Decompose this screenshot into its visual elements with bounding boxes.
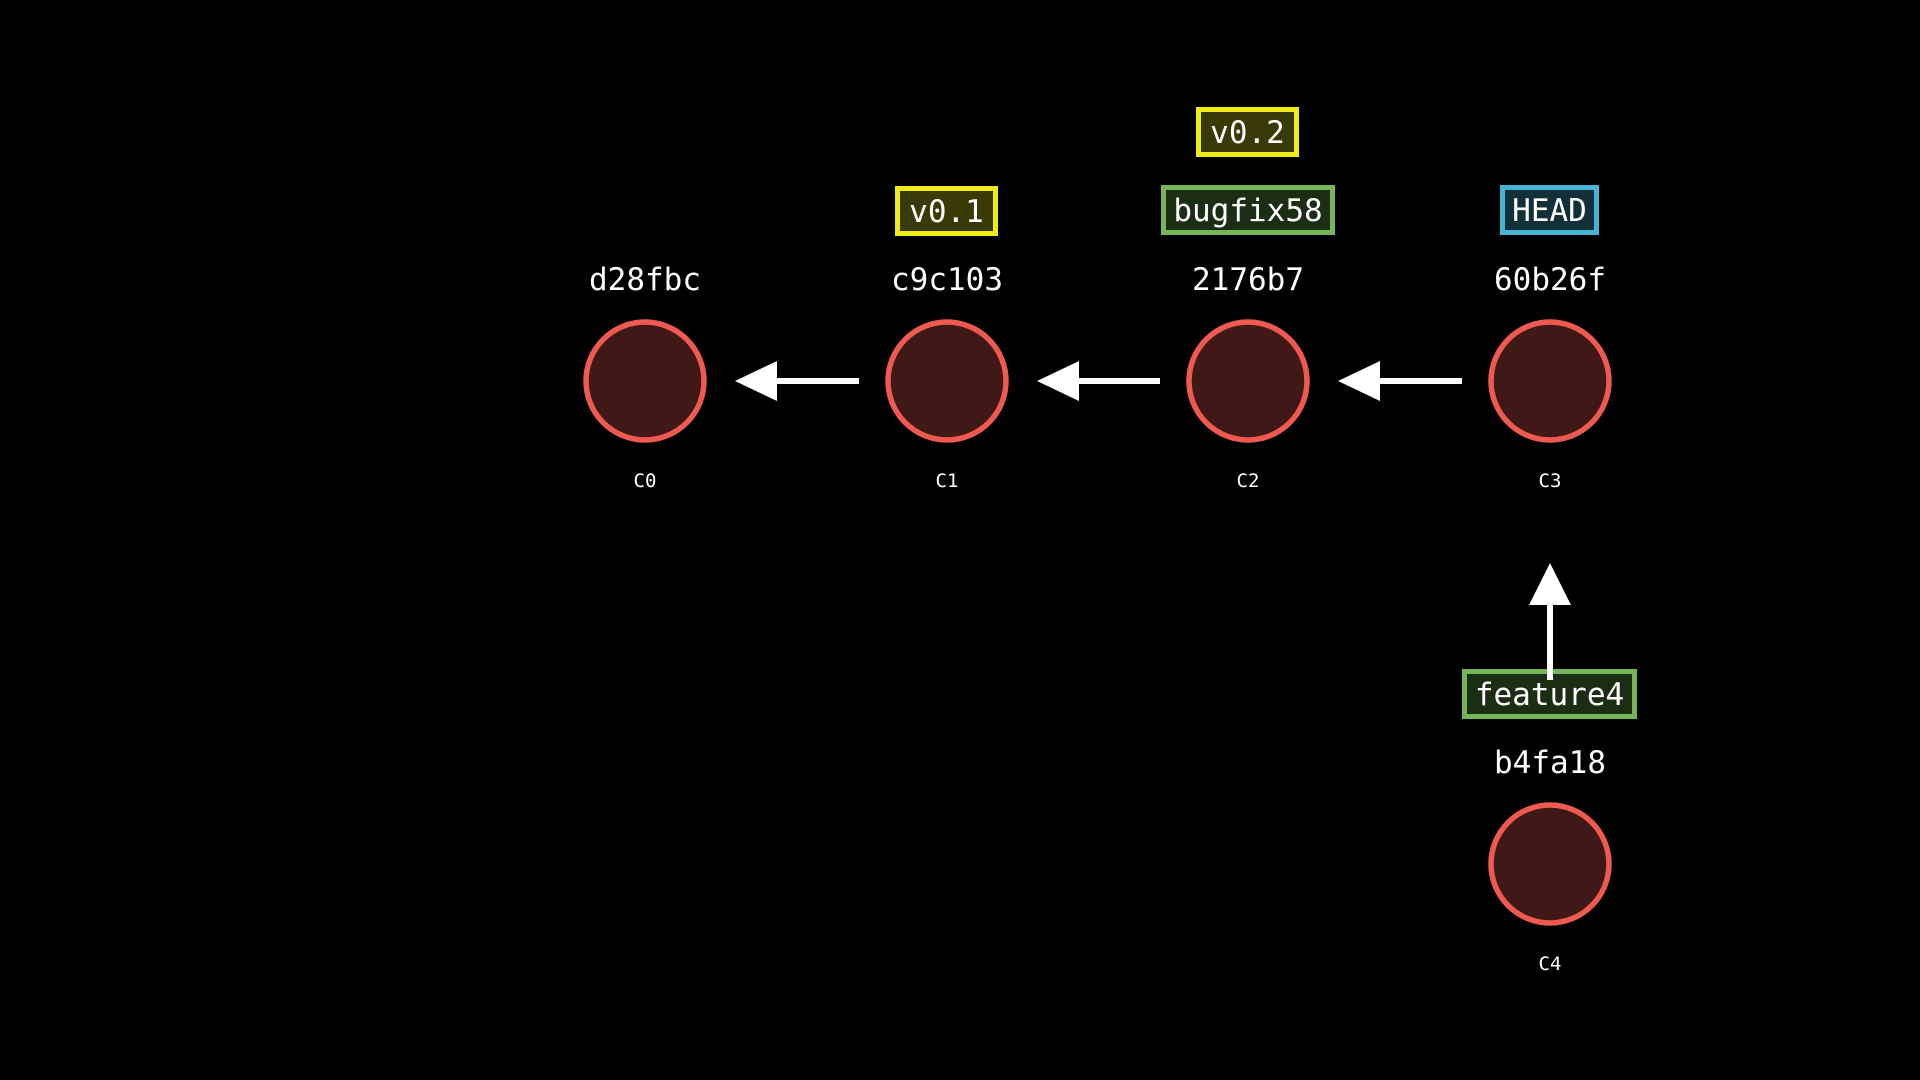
- tag-box: [1196, 107, 1299, 157]
- branch-box: [1161, 185, 1335, 235]
- commit-hash: 2176b7: [1192, 262, 1304, 298]
- parent-arrow: [1529, 563, 1571, 680]
- ref-label-v0-2: v0.2: [1196, 107, 1299, 157]
- ref-label-head: HEAD: [1500, 185, 1599, 235]
- tag-name: v0.1: [909, 194, 984, 230]
- branch-name: feature4: [1475, 677, 1624, 713]
- parent-arrow: [735, 361, 859, 401]
- tag-box: [895, 186, 998, 236]
- arrow-head-icon: [1338, 361, 1380, 401]
- commit-label: C1: [936, 470, 959, 492]
- commit-node[interactable]: [885, 319, 1009, 443]
- commit-hash: c9c103: [891, 262, 1003, 298]
- commit-hash: d28fbc: [589, 262, 701, 298]
- commit-label: C3: [1539, 470, 1562, 492]
- commit-node[interactable]: [1488, 319, 1612, 443]
- commit-hash: b4fa18: [1494, 745, 1606, 781]
- commit-label: C4: [1539, 953, 1562, 975]
- head-name: HEAD: [1512, 193, 1587, 229]
- ref-label-bugfix58: bugfix58: [1161, 185, 1335, 235]
- arrow-head-icon: [1037, 361, 1079, 401]
- ref-label-feature4: feature4: [1462, 669, 1637, 719]
- ref-label-v0-1: v0.1: [895, 186, 998, 236]
- parent-arrow: [1037, 361, 1160, 401]
- tag-name: v0.2: [1210, 115, 1285, 151]
- branch-name: bugfix58: [1173, 193, 1322, 229]
- commit-node[interactable]: [1186, 319, 1310, 443]
- commit-hash: 60b26f: [1494, 262, 1606, 298]
- commit-label: C0: [634, 470, 657, 492]
- arrow-head-icon: [1529, 563, 1571, 605]
- parent-arrow: [1338, 361, 1462, 401]
- head-box: [1500, 185, 1599, 235]
- commit-label: C2: [1237, 470, 1260, 492]
- commit-node[interactable]: [1488, 802, 1612, 926]
- arrow-head-icon: [735, 361, 777, 401]
- commit-node[interactable]: [583, 319, 707, 443]
